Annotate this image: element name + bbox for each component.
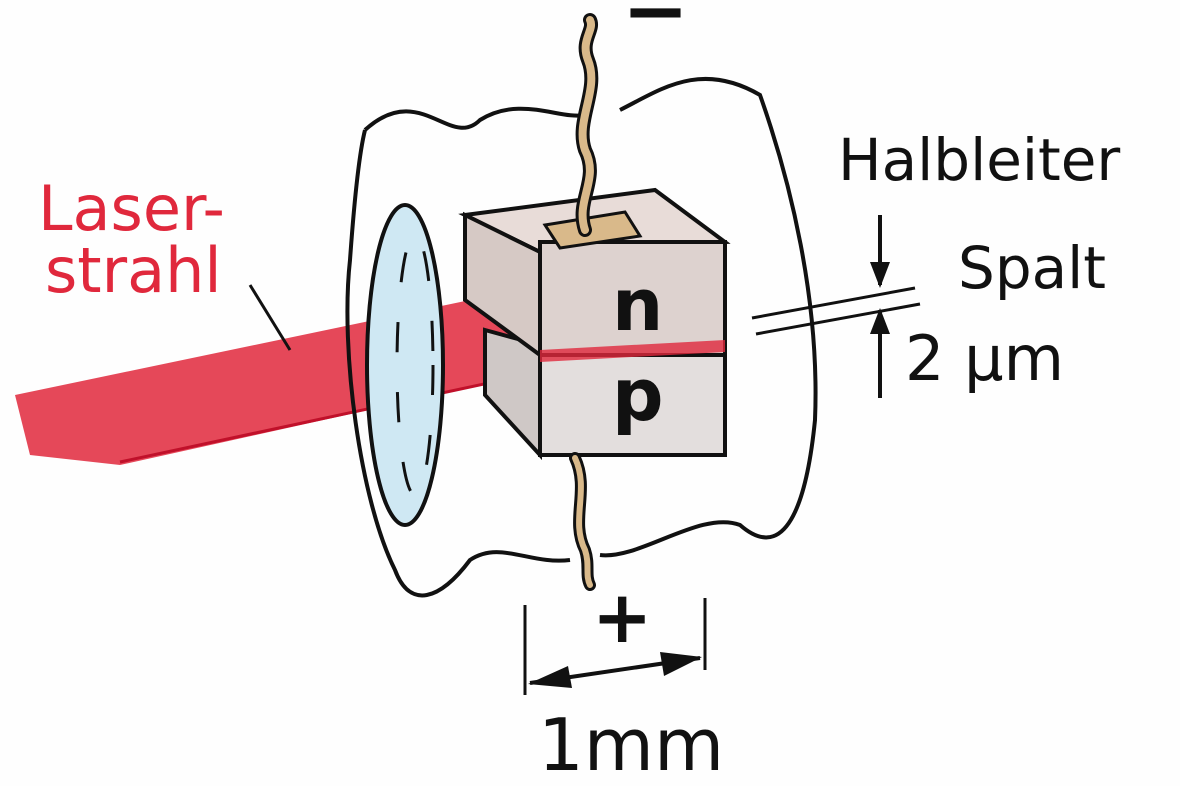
top-wire-fill [578,16,596,234]
n-layer-label: n [612,263,663,347]
n-block-front [538,240,727,357]
dim-arrowhead-right [660,652,702,676]
gap-line-top [751,286,916,320]
dim-arrowhead-left [528,666,572,688]
gap-arrowhead-down [870,262,890,288]
laser-label-line1: Laser- [38,172,225,245]
gap-label: Spalt [958,234,1106,302]
p-layer-label: p [612,353,664,437]
laser-label-line2: strahl [45,234,222,307]
laser-leader-line [248,284,292,351]
laser-beam-edge [119,370,541,464]
gap-arrowhead-up [870,308,890,334]
lens-window [365,203,445,527]
p-block-front [538,343,727,457]
gap-line-bottom [755,302,921,336]
minus-label: − [622,0,689,57]
gap-size-label: 2 μm [905,322,1064,395]
bottom-wire-fill [572,455,593,588]
contact-pad [542,210,643,250]
width-label: 1mm [538,703,724,786]
semiconductor-label: Halbleiter [838,126,1120,194]
plus-label: + [592,575,652,659]
lens-inner [395,233,435,497]
beam-through-gap [540,340,725,362]
housing-outline [345,76,818,598]
